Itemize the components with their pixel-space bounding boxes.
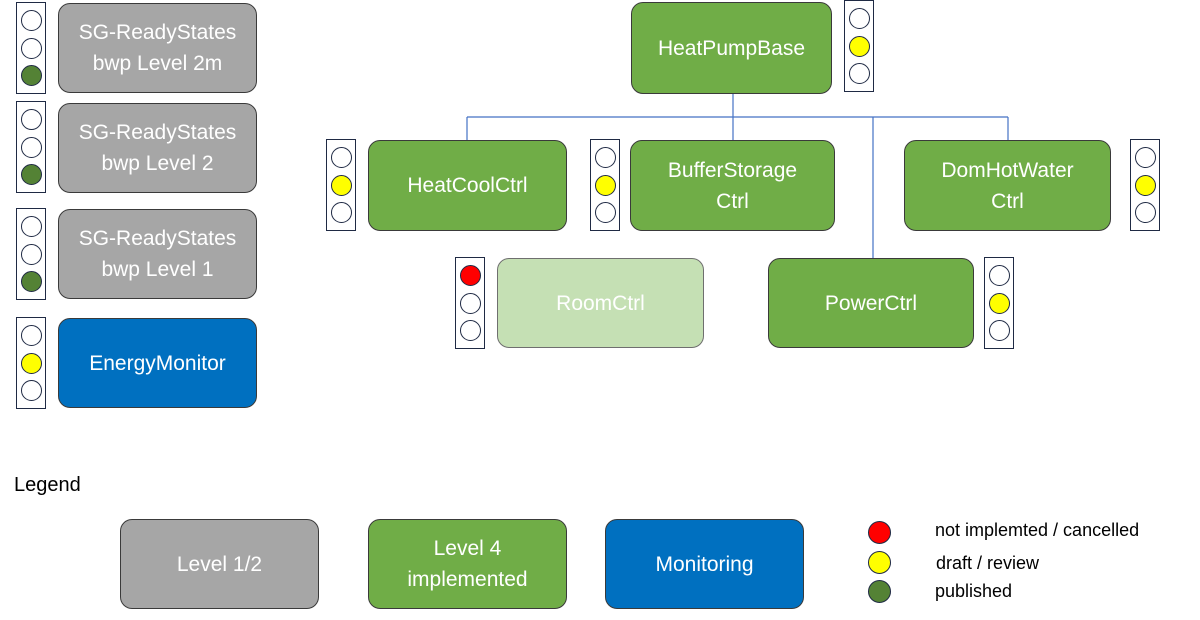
sg-ready-level-2-label: SG-ReadyStates bwp Level 2 xyxy=(78,121,237,175)
traffic-light-buffer-storage-ctrl xyxy=(590,139,620,231)
heat-pump-base-label: HeatPumpBase xyxy=(657,36,806,60)
legend-level-4-box: Level 4 implemented xyxy=(368,519,567,609)
legend-green-lamp-icon xyxy=(868,580,891,603)
red-lamp-icon xyxy=(20,108,42,130)
yellow-lamp-icon xyxy=(1134,174,1156,196)
traffic-light-sg-ready-1 xyxy=(16,208,46,300)
red-lamp-icon xyxy=(459,264,481,286)
sg-ready-level-2m-box[interactable]: SG-ReadyStates bwp Level 2m xyxy=(58,3,257,93)
legend-monitoring-label: Monitoring xyxy=(655,552,754,576)
yellow-lamp-icon xyxy=(330,174,352,196)
red-lamp-icon xyxy=(20,324,42,346)
power-ctrl-label: PowerCtrl xyxy=(824,291,918,315)
buffer-storage-ctrl-box[interactable]: BufferStorage Ctrl xyxy=(630,140,835,231)
green-lamp-icon xyxy=(20,65,42,87)
traffic-light-power-ctrl xyxy=(984,257,1014,349)
red-lamp-icon xyxy=(988,264,1010,286)
yellow-lamp-icon xyxy=(20,243,42,265)
traffic-light-heat-pump-base xyxy=(844,0,874,92)
sg-ready-level-1-label: SG-ReadyStates bwp Level 1 xyxy=(78,227,237,281)
legend-published-text: published xyxy=(935,581,1013,601)
legend-not-implemented-text: not implemted / cancelled xyxy=(935,520,1140,540)
sg-ready-level-2m-label: SG-ReadyStates bwp Level 2m xyxy=(78,21,237,75)
yellow-lamp-icon xyxy=(988,292,1010,314)
green-lamp-icon xyxy=(330,202,352,224)
green-lamp-icon xyxy=(459,320,481,342)
sg-ready-level-1-box[interactable]: SG-ReadyStates bwp Level 1 xyxy=(58,209,257,299)
traffic-light-room-ctrl xyxy=(455,257,485,349)
legend-draft-text: draft / review xyxy=(936,553,1040,573)
heat-cool-ctrl-label: HeatCoolCtrl xyxy=(407,174,528,197)
traffic-light-sg-ready-2m xyxy=(16,2,46,94)
dom-hot-water-ctrl-box[interactable]: DomHotWater Ctrl xyxy=(904,140,1111,231)
green-lamp-icon xyxy=(848,63,870,85)
heat-pump-base-box[interactable]: HeatPumpBase xyxy=(631,2,832,94)
legend-yellow-lamp-icon xyxy=(868,551,891,574)
heat-cool-ctrl-box[interactable]: HeatCoolCtrl xyxy=(368,140,567,231)
yellow-lamp-icon xyxy=(594,174,616,196)
red-lamp-icon xyxy=(330,146,352,168)
legend-title: Legend xyxy=(14,474,81,496)
yellow-lamp-icon xyxy=(848,35,870,57)
green-lamp-icon xyxy=(20,380,42,402)
red-lamp-icon xyxy=(1134,146,1156,168)
traffic-light-sg-ready-2 xyxy=(16,101,46,193)
yellow-lamp-icon xyxy=(20,352,42,374)
red-lamp-icon xyxy=(848,7,870,29)
green-lamp-icon xyxy=(594,202,616,224)
dom-hot-water-ctrl-label: DomHotWater Ctrl xyxy=(941,158,1074,213)
green-lamp-icon xyxy=(1134,202,1156,224)
legend-monitoring-box: Monitoring xyxy=(605,519,804,609)
power-ctrl-box[interactable]: PowerCtrl xyxy=(768,258,974,348)
sg-ready-level-2-box[interactable]: SG-ReadyStates bwp Level 2 xyxy=(58,103,257,193)
energy-monitor-box[interactable]: EnergyMonitor xyxy=(58,318,257,408)
yellow-lamp-icon xyxy=(20,37,42,59)
legend-level-12-box: Level 1/2 xyxy=(120,519,319,609)
legend-red-lamp-icon xyxy=(868,521,891,544)
energy-monitor-label: EnergyMonitor xyxy=(89,351,226,375)
traffic-light-dom-hot-water-ctrl xyxy=(1130,139,1160,231)
red-lamp-icon xyxy=(594,146,616,168)
buffer-storage-ctrl-label: BufferStorage Ctrl xyxy=(667,158,798,213)
legend-level-12-label: Level 1/2 xyxy=(176,552,263,576)
green-lamp-icon xyxy=(20,271,42,293)
green-lamp-icon xyxy=(988,320,1010,342)
yellow-lamp-icon xyxy=(20,136,42,158)
traffic-light-heat-cool-ctrl xyxy=(326,139,356,231)
red-lamp-icon xyxy=(20,215,42,237)
legend-level-4-label: Level 4 implemented xyxy=(407,537,528,591)
room-ctrl-box[interactable]: RoomCtrl xyxy=(497,258,704,348)
traffic-light-energy-monitor xyxy=(16,317,46,409)
green-lamp-icon xyxy=(20,164,42,186)
yellow-lamp-icon xyxy=(459,292,481,314)
room-ctrl-label: RoomCtrl xyxy=(556,291,645,315)
red-lamp-icon xyxy=(20,9,42,31)
